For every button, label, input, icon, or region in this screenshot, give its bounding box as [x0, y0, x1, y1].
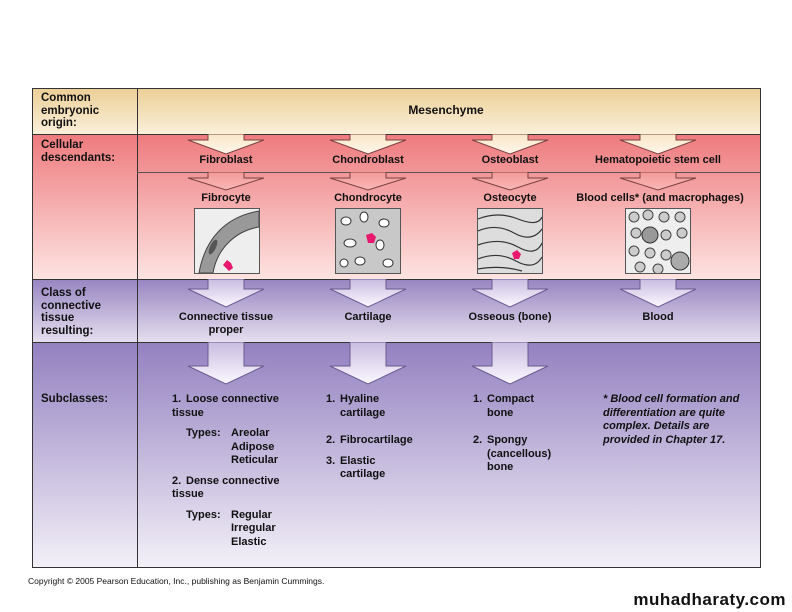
arrow-icon — [619, 279, 697, 308]
arrow-icon — [329, 342, 407, 385]
cyte-label: Chondrocyte — [334, 192, 402, 204]
arrow-icon — [187, 172, 265, 191]
blast-label: Chondroblast — [332, 154, 404, 166]
subclass-item: Dense connective tissue — [172, 474, 280, 501]
column-divider — [137, 88, 138, 567]
arrow-icon — [329, 172, 407, 191]
blast-label: Fibroblast — [199, 154, 253, 166]
row-origin — [32, 88, 761, 135]
label-origin: Common embryonic origin: — [41, 92, 100, 129]
arrow-icon — [471, 134, 549, 155]
subclass-item: Spongy (cancellous) bone — [487, 434, 552, 473]
subclass-item: Elastic cartilage — [340, 454, 386, 481]
chondrocyte-micrograph — [335, 208, 401, 274]
osteocyte-micrograph — [477, 208, 543, 274]
cartilage-subclasses: 1.Hyaline cartilage 2.Fibrocartilage 3.E… — [326, 393, 413, 481]
subclass-item: Fibrocartilage — [340, 434, 413, 446]
arrow-icon — [187, 134, 265, 155]
copyright: Copyright © 2005 Pearson Education, Inc.… — [28, 576, 325, 586]
arrow-icon — [187, 279, 265, 308]
arrow-icon — [187, 342, 265, 385]
class-label: Connective tissue proper — [178, 311, 274, 336]
arrow-icon — [619, 134, 697, 155]
class-label: Osseous (bone) — [468, 311, 552, 323]
bone-subclasses: 1.Compact bone 2.Spongy (cancellous) bon… — [473, 393, 573, 475]
arrow-icon — [471, 342, 549, 385]
label-class: Class of connective tissue resulting: — [41, 287, 102, 337]
label-subclasses: Subclasses: — [41, 393, 109, 405]
class-label: Cartilage — [344, 311, 392, 323]
arrow-icon — [329, 279, 407, 308]
blood-cells-micrograph — [625, 208, 691, 274]
cyte-label: Osteocyte — [483, 192, 537, 204]
blast-label: Hematopoietic stem cell — [595, 154, 721, 166]
cyte-label: Fibrocyte — [201, 192, 251, 204]
subclass-item: Hyaline cartilage — [340, 393, 386, 419]
watermark: muhadharaty.com — [633, 590, 786, 609]
label-descendants: Cellular descendants: — [41, 139, 116, 164]
fibrocyte-micrograph — [194, 208, 260, 274]
row-subclasses — [32, 342, 761, 568]
arrow-icon — [471, 172, 549, 191]
subclass-item: Compact bone — [487, 393, 535, 419]
arrow-icon — [471, 279, 549, 308]
cyte-label: Blood cells* (and macrophages) — [576, 192, 744, 204]
arrow-icon — [619, 172, 697, 191]
origin-mesenchyme: Mesenchyme — [408, 103, 484, 117]
row-divider — [137, 172, 760, 173]
class-label: Blood — [642, 311, 674, 323]
subclass-item: Loose connective tissue — [172, 393, 279, 419]
blast-label: Osteoblast — [481, 154, 539, 166]
arrow-icon — [329, 134, 407, 155]
blood-note: * Blood cell formation and differentiati… — [603, 393, 740, 446]
